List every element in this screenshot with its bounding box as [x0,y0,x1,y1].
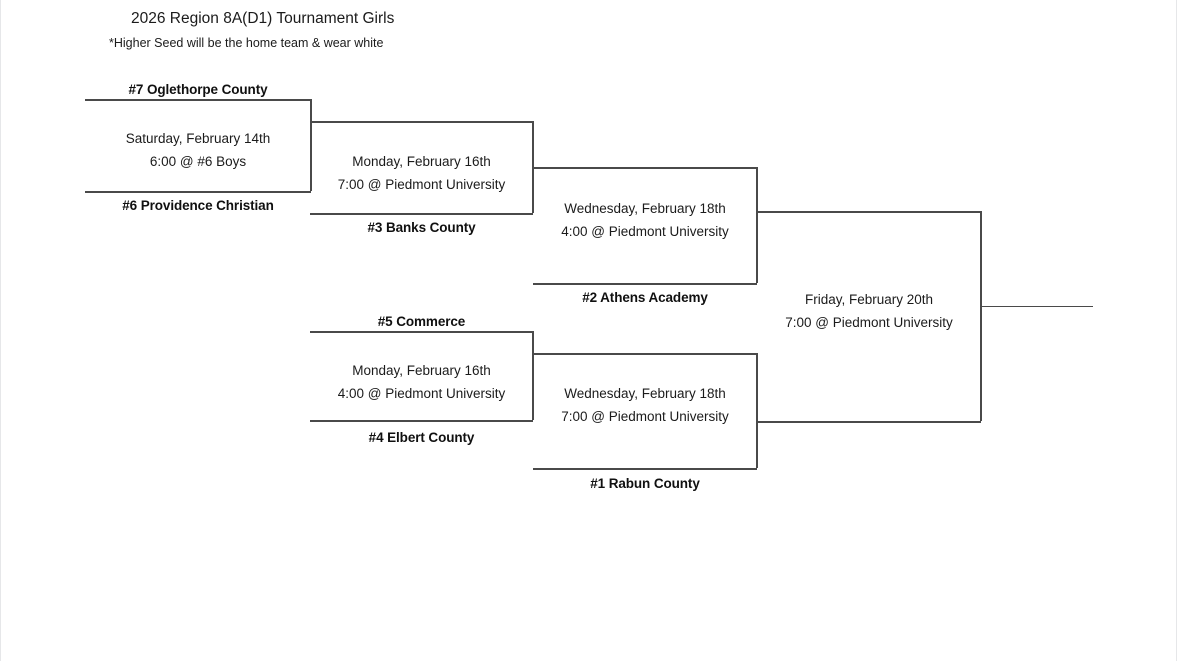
match-date: Wednesday, February 18th [564,201,726,216]
match-time-venue: 7:00 @ Piedmont University [337,177,506,192]
match-time-venue: 7:00 @ Piedmont University [561,409,729,424]
team-label-bottom: #1 Rabun County [590,476,700,491]
match-time-venue: 7:00 @ Piedmont University [785,315,953,330]
match-top-line [757,211,981,213]
match-top-line [310,121,533,123]
match-bottom-line [310,420,533,422]
match-bottom-line [533,468,757,470]
match-time-venue: 4:00 @ Piedmont University [561,224,729,239]
team-label-bottom: #3 Banks County [367,220,476,235]
match-date: Friday, February 20th [804,292,934,307]
page-title: 2026 Region 8A(D1) Tournament Girls [131,10,395,27]
match-time-venue: 4:00 @ Piedmont University [337,386,506,401]
match-bottom-line [757,421,981,423]
match-top-line [85,99,311,101]
match-bottom-line [310,213,533,215]
match-date: Wednesday, February 18th [564,386,726,401]
team-label-top: #7 Oglethorpe County [128,82,268,97]
match-time-venue: 6:00 @ #6 Boys [149,154,247,169]
match-top-line [533,167,757,169]
match-top-line [533,353,757,355]
match-date: Monday, February 16th [352,154,491,169]
match-right-connector [756,167,758,283]
match-bottom-line [85,191,311,193]
match-top-line [310,331,533,333]
match-right-connector [310,99,312,191]
page-subtitle: *Higher Seed will be the home team & wea… [109,36,384,50]
team-label-bottom: #2 Athens Academy [582,290,708,305]
match-right-connector [532,331,534,420]
match-right-connector [980,211,982,421]
team-label-top: #5 Commerce [377,314,466,329]
match-right-connector [756,353,758,468]
champion-line [980,306,1093,307]
match-date: Saturday, February 14th [125,131,271,146]
team-label-bottom: #6 Providence Christian [122,198,274,213]
match-date: Monday, February 16th [352,363,491,378]
match-bottom-line [533,283,757,285]
team-label-bottom: #4 Elbert County [368,430,475,445]
